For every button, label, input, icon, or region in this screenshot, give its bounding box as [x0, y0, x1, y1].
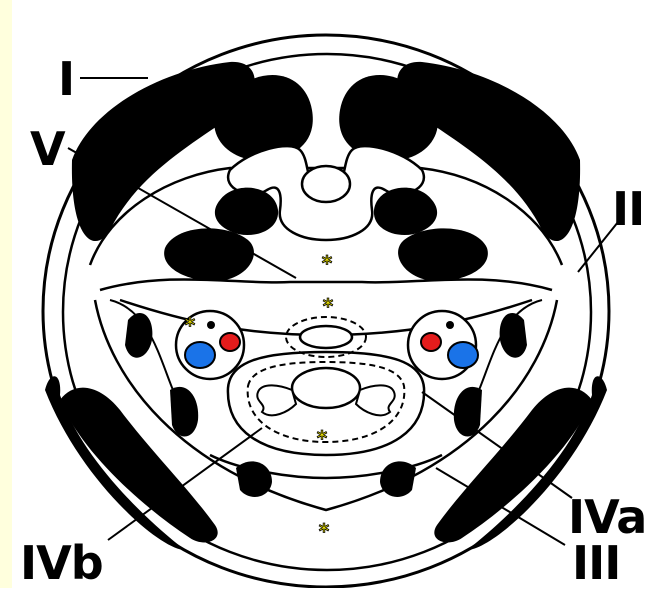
asterisk-carotid: *: [185, 313, 196, 337]
asterisk-retropharyngeal: *: [322, 251, 333, 275]
label-II: II: [612, 186, 644, 232]
thyroid-lobe-right: [356, 385, 395, 415]
internal-jugular-vein-left: [185, 342, 215, 368]
vagus-nerve-left: [207, 321, 215, 329]
trachea: [292, 368, 360, 408]
deep-muscle-left-upper: [215, 188, 278, 235]
deep-muscle-right-lower: [398, 228, 488, 281]
common-carotid-artery-left: [220, 333, 240, 351]
label-IVb: IVb: [20, 540, 103, 586]
label-III: III: [572, 540, 620, 586]
asterisk-visceral: *: [317, 426, 328, 450]
esophagus: [300, 326, 352, 348]
internal-jugular-vein-right: [448, 342, 478, 368]
thyroid-lobe-left: [257, 385, 296, 415]
label-I: I: [58, 56, 74, 102]
left-margin-strip: [0, 0, 12, 588]
prevertebral-fascia-V: [100, 279, 552, 290]
label-IVa: IVa: [568, 494, 646, 540]
common-carotid-artery-right: [421, 333, 441, 351]
deep-muscle-right-upper: [374, 188, 437, 235]
deep-muscle-left-lower: [164, 228, 254, 281]
asterisk-prevertebral: *: [323, 294, 334, 318]
label-V: V: [30, 126, 65, 172]
spinal-cord-canal: [302, 166, 350, 202]
asterisk-suprasternal: *: [319, 519, 330, 543]
vagus-nerve-right: [446, 321, 454, 329]
